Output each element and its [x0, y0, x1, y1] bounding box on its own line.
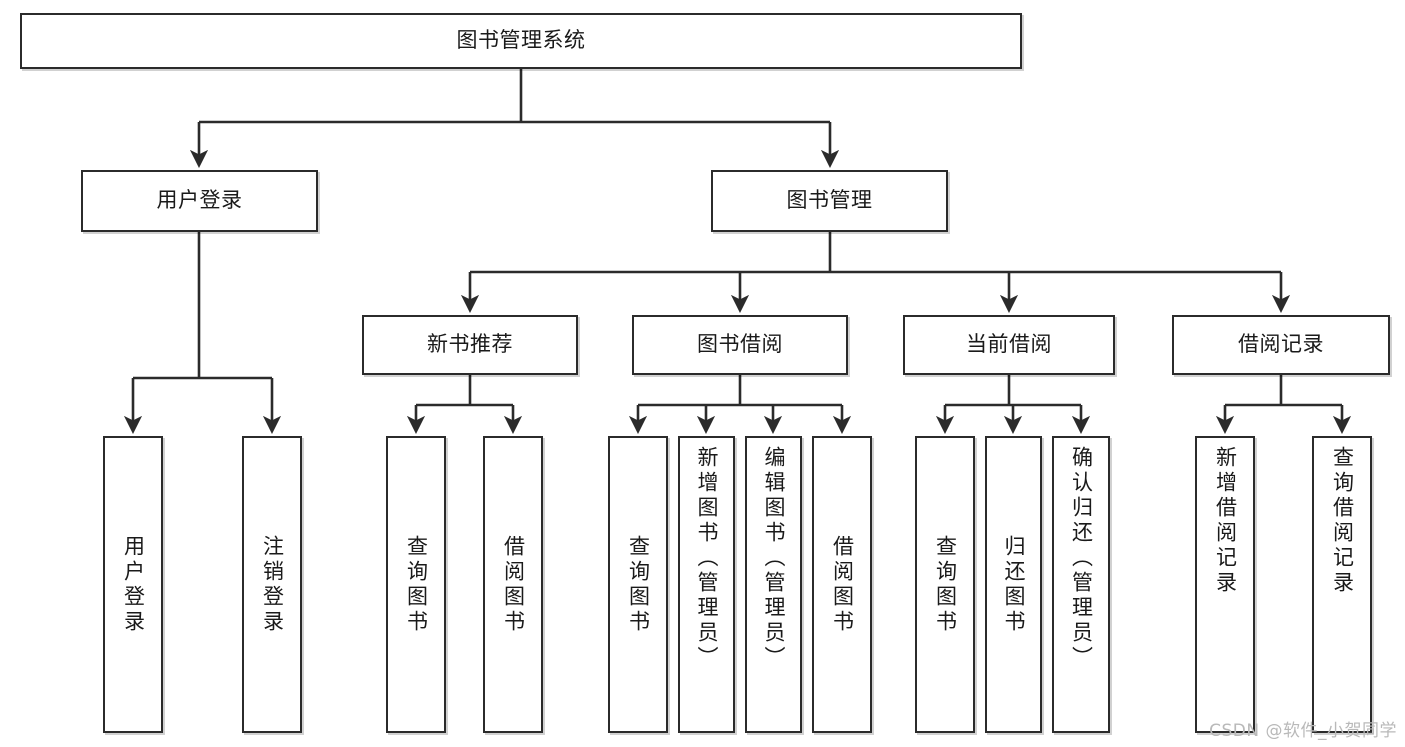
connectors-level2-to-level3 [123, 232, 1291, 435]
leaf-node-label: 借阅图书 [830, 534, 855, 635]
node-user-login[interactable]: 用户登录 [81, 170, 318, 232]
connectors-level3-to-leaves [406, 375, 1352, 435]
node-book-management-label: 图书管理 [786, 188, 873, 213]
leaf-node-label: 确认归还（管理员） [1069, 446, 1094, 671]
leaf-node-label: 查询图书 [626, 534, 651, 635]
node-root-label: 图书管理系统 [456, 28, 586, 53]
node-book-management[interactable]: 图书管理 [711, 170, 948, 232]
leaf-node[interactable]: 注销登录 [242, 436, 302, 733]
node-current-borrow[interactable]: 当前借阅 [903, 315, 1115, 375]
node-book-borrow-label: 图书借阅 [697, 332, 783, 357]
leaf-node[interactable]: 借阅图书 [812, 436, 872, 733]
leaf-node[interactable]: 借阅图书 [483, 436, 543, 733]
leaf-node[interactable]: 用户登录 [103, 436, 163, 733]
node-borrow-record[interactable]: 借阅记录 [1172, 315, 1390, 375]
node-current-borrow-label: 当前借阅 [966, 332, 1052, 357]
node-new-book-recommend-label: 新书推荐 [427, 332, 513, 357]
node-book-borrow[interactable]: 图书借阅 [632, 315, 848, 375]
leaf-node-label: 新增借阅记录 [1213, 446, 1238, 596]
node-user-login-label: 用户登录 [156, 188, 243, 213]
node-new-book-recommend[interactable]: 新书推荐 [362, 315, 578, 375]
node-borrow-record-label: 借阅记录 [1238, 332, 1324, 357]
leaf-node[interactable]: 归还图书 [985, 436, 1042, 733]
leaf-node[interactable]: 编辑图书（管理员） [745, 436, 802, 733]
leaf-node-label: 归还图书 [1002, 534, 1026, 635]
leaf-node[interactable]: 查询借阅记录 [1312, 436, 1372, 733]
leaf-node-label: 注销登录 [260, 534, 285, 635]
leaf-node-label: 查询图书 [404, 534, 429, 635]
leaf-node[interactable]: 确认归还（管理员） [1052, 436, 1110, 733]
leaf-node-label: 查询图书 [933, 534, 958, 635]
connectors-root-to-level2 [189, 69, 840, 169]
leaf-node[interactable]: 查询图书 [915, 436, 975, 733]
leaf-node-label: 新增图书（管理员） [695, 446, 719, 671]
leaf-node-label: 查询借阅记录 [1330, 446, 1355, 596]
leaf-node[interactable]: 新增借阅记录 [1195, 436, 1255, 733]
leaf-node-label: 借阅图书 [501, 534, 526, 635]
leaf-node-label: 用户登录 [121, 534, 146, 635]
leaf-node[interactable]: 查询图书 [386, 436, 446, 733]
leaf-node-label: 编辑图书（管理员） [762, 446, 786, 671]
leaf-node[interactable]: 查询图书 [608, 436, 668, 733]
leaf-node[interactable]: 新增图书（管理员） [678, 436, 735, 733]
node-root[interactable]: 图书管理系统 [20, 13, 1022, 69]
